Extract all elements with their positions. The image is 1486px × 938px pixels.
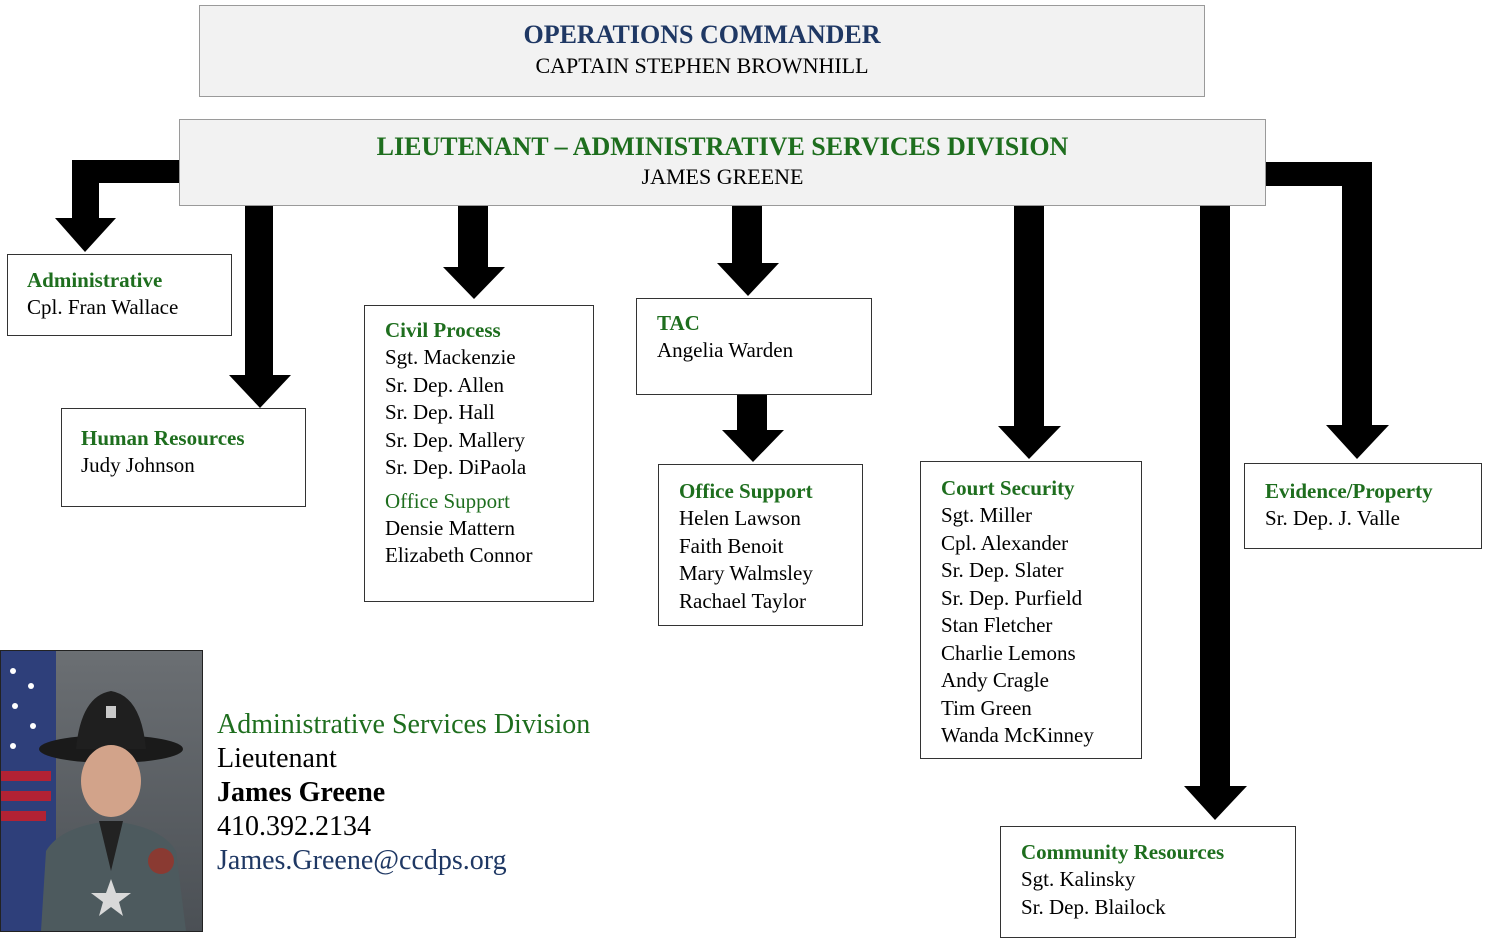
contact-division: Administrative Services Division	[217, 709, 591, 740]
member: Sgt. Mackenzie	[385, 345, 516, 369]
unit-court-security: Court Security Sgt. Miller Cpl. Alexande…	[920, 461, 1142, 759]
member: Elizabeth Connor	[385, 543, 533, 567]
member: Helen Lawson	[679, 506, 801, 530]
member: Wanda McKinney	[941, 723, 1094, 747]
member: Densie Mattern	[385, 515, 516, 540]
member: Sr. Dep. Purfield	[941, 585, 1083, 610]
unit-community-resources: Community Resources Sgt. Kalinsky Sr. De…	[1000, 826, 1296, 938]
member: Cpl. Alexander	[941, 530, 1069, 555]
unit-title: Community Resources	[1021, 840, 1225, 864]
sub-unit-title: Office Support	[385, 488, 511, 513]
contact-phone: 410.392.2134	[217, 811, 371, 842]
member: Sgt. Miller	[941, 503, 1033, 527]
unit-title: Court Security	[941, 476, 1075, 500]
unit-evidence-property: Evidence/Property Sr. Dep. J. Valle	[1244, 463, 1482, 549]
member: Rachael Taylor	[679, 588, 807, 613]
member: Andy Cragle	[941, 668, 1049, 692]
member: Stan Fletcher	[941, 613, 1053, 637]
member: Charlie Lemons	[941, 640, 1076, 665]
member: Sr. Dep. Slater	[941, 558, 1064, 582]
member: Cpl. Fran Wallace	[27, 295, 179, 319]
lieutenant-portrait-photo	[0, 650, 203, 932]
member: Sr. Dep. J. Valle	[1265, 506, 1400, 530]
member: Sr. Dep. Blailock	[1021, 894, 1166, 919]
member: Sr. Dep. Mallery	[385, 427, 525, 452]
member: Sr. Dep. Allen	[385, 372, 504, 397]
contact-rank: Lieutenant	[217, 743, 337, 774]
unit-human-resources: Human Resources Judy Johnson	[61, 408, 306, 507]
unit-civil-process: Civil Process Sgt. Mackenzie Sr. Dep. Al…	[364, 305, 594, 602]
member: Faith Benoit	[679, 533, 784, 558]
unit-title: Human Resources	[81, 426, 245, 450]
unit-title: Administrative	[27, 268, 163, 292]
unit-title: Office Support	[679, 479, 813, 503]
member: Sgt. Kalinsky	[1021, 867, 1136, 891]
unit-tac: TAC Angelia Warden	[636, 298, 872, 395]
lieutenant-title: LIEUTENANT – ADMINISTRATIVE SERVICES DIV…	[376, 132, 1069, 161]
contact-info: Administrative Services Division Lieuten…	[217, 708, 590, 878]
unit-title: Civil Process	[385, 318, 501, 342]
unit-administrative: Administrative Cpl. Fran Wallace	[7, 254, 232, 336]
lieutenant-box: LIEUTENANT – ADMINISTRATIVE SERVICES DIV…	[179, 119, 1266, 206]
commander-name: CAPTAIN STEPHEN BROWNHILL	[535, 53, 869, 78]
commander-title: OPERATIONS COMMANDER	[523, 20, 881, 49]
contact-email-link[interactable]: James.Greene@ccdps.org	[217, 845, 507, 876]
member: Judy Johnson	[81, 453, 195, 477]
member: Mary Walmsley	[679, 561, 813, 585]
member: Angelia Warden	[657, 338, 794, 362]
unit-office-support: Office Support Helen Lawson Faith Benoit…	[658, 464, 863, 626]
lieutenant-name: JAMES GREENE	[641, 164, 804, 189]
member: Tim Green	[941, 695, 1032, 720]
contact-name: James Greene	[217, 777, 386, 808]
member: Sr. Dep. DiPaola	[385, 455, 527, 479]
unit-title: TAC	[657, 311, 700, 335]
unit-title: Evidence/Property	[1265, 479, 1433, 503]
operations-commander-box: OPERATIONS COMMANDER CAPTAIN STEPHEN BRO…	[199, 5, 1205, 97]
member: Sr. Dep. Hall	[385, 400, 495, 424]
